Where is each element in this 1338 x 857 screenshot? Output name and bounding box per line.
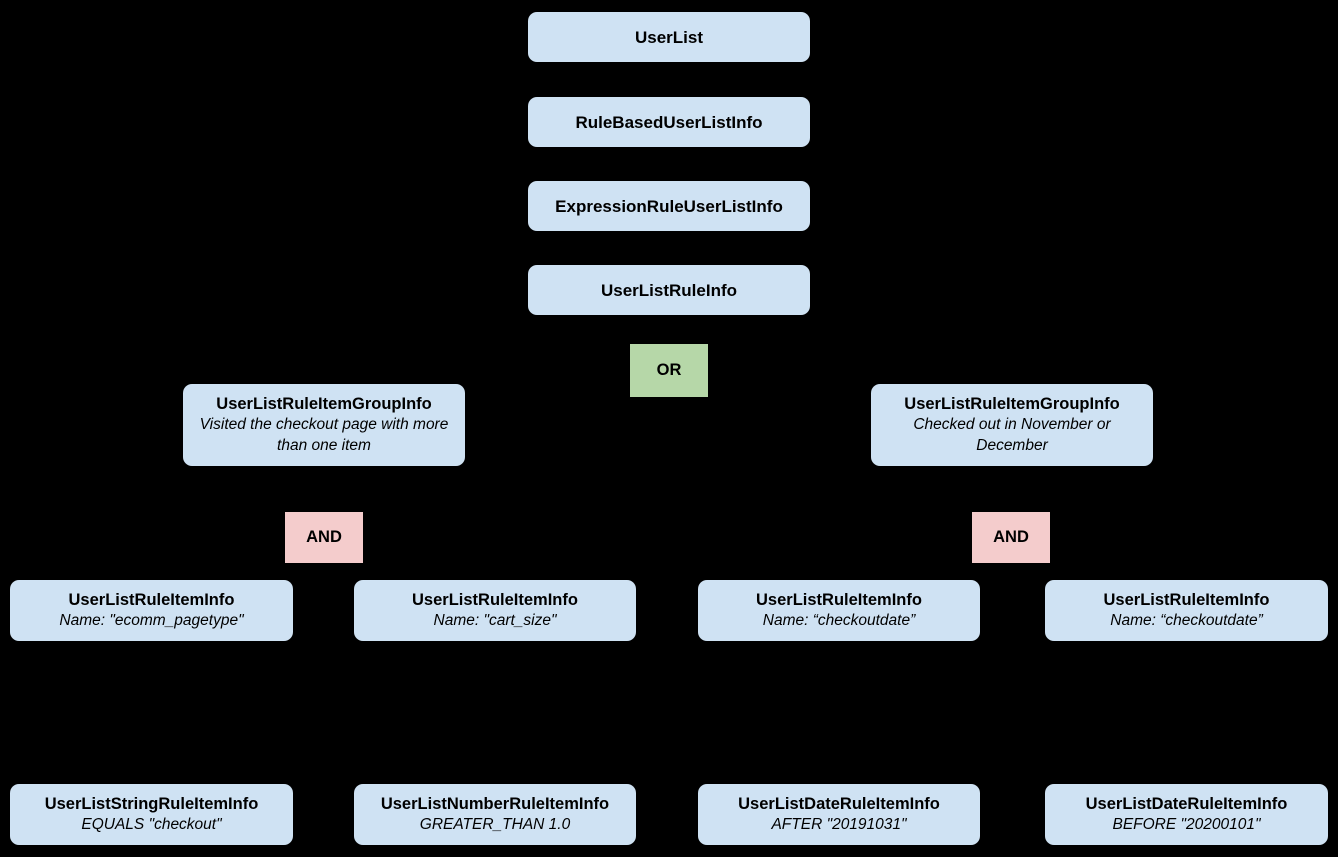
and-operator-label: AND xyxy=(993,528,1029,546)
node-title: UserListDateRuleItemInfo xyxy=(1085,794,1288,813)
node-subtitle: EQUALS "checkout" xyxy=(81,815,222,833)
node-title: UserListRuleItemGroupInfo xyxy=(216,395,432,413)
node-userlistruleinfo: UserListRuleInfo xyxy=(528,265,810,315)
node-subtitle: Checked out in November or December xyxy=(913,416,1111,454)
node-label: UserListRuleInfo xyxy=(600,280,738,300)
node-subtitle: Name: "ecomm_pagetype" xyxy=(59,611,244,629)
node-subtitle: Name: “checkoutdate” xyxy=(762,611,916,629)
node-subtitle: GREATER_THAN 1.0 xyxy=(419,815,571,833)
node-title: UserListStringRuleItemInfo xyxy=(44,794,259,813)
and-operator-box-right: AND xyxy=(972,512,1050,563)
node-rulebaseduserlistinfo: RuleBasedUserListInfo xyxy=(528,97,810,147)
node-label: ExpressionRuleUserListInfo xyxy=(555,196,783,216)
node-title: UserListDateRuleItemInfo xyxy=(738,794,940,813)
and-operator-label: AND xyxy=(306,528,342,546)
node-number-rule-item: UserListNumberRuleItemInfo GREATER_THAN … xyxy=(354,784,636,845)
or-operator-box: OR xyxy=(630,344,708,397)
and-operator-box-left: AND xyxy=(285,512,363,563)
node-rule-item: UserListRuleItemInfo Name: “checkoutdate… xyxy=(1045,580,1328,641)
node-date-rule-item: UserListDateRuleItemInfo BEFORE "2020010… xyxy=(1045,784,1328,845)
node-expressionruleuserlistinfo: ExpressionRuleUserListInfo xyxy=(528,181,810,231)
node-title: UserListRuleItemInfo xyxy=(68,590,235,609)
node-rule-item-group-left: UserListRuleItemGroupInfo Visited the ch… xyxy=(183,384,465,466)
node-title: UserListNumberRuleItemInfo xyxy=(380,794,610,813)
or-operator-label: OR xyxy=(656,361,682,379)
node-userlist: UserList xyxy=(528,12,810,62)
node-title: UserListRuleItemInfo xyxy=(756,590,922,609)
node-string-rule-item: UserListStringRuleItemInfo EQUALS "check… xyxy=(10,784,293,845)
node-title: UserListRuleItemGroupInfo xyxy=(904,395,1120,413)
node-date-rule-item: UserListDateRuleItemInfo AFTER "20191031… xyxy=(698,784,980,845)
node-rule-item: UserListRuleItemInfo Name: “checkoutdate… xyxy=(698,580,980,641)
node-rule-item: UserListRuleItemInfo Name: "cart_size" xyxy=(354,580,636,641)
node-rule-item: UserListRuleItemInfo Name: "ecomm_pagety… xyxy=(10,580,293,641)
node-subtitle: Name: "cart_size" xyxy=(433,611,557,629)
node-subtitle: AFTER "20191031" xyxy=(771,815,907,833)
node-label: RuleBasedUserListInfo xyxy=(575,112,763,132)
node-label: UserList xyxy=(634,27,704,47)
node-rule-item-group-right: UserListRuleItemGroupInfo Checked out in… xyxy=(871,384,1153,466)
node-title: UserListRuleItemInfo xyxy=(1103,590,1270,609)
node-subtitle: Visited the checkout page with more than… xyxy=(199,416,449,454)
node-subtitle: BEFORE "20200101" xyxy=(1112,815,1261,833)
node-subtitle: Name: “checkoutdate” xyxy=(1110,611,1263,629)
node-title: UserListRuleItemInfo xyxy=(412,590,578,609)
